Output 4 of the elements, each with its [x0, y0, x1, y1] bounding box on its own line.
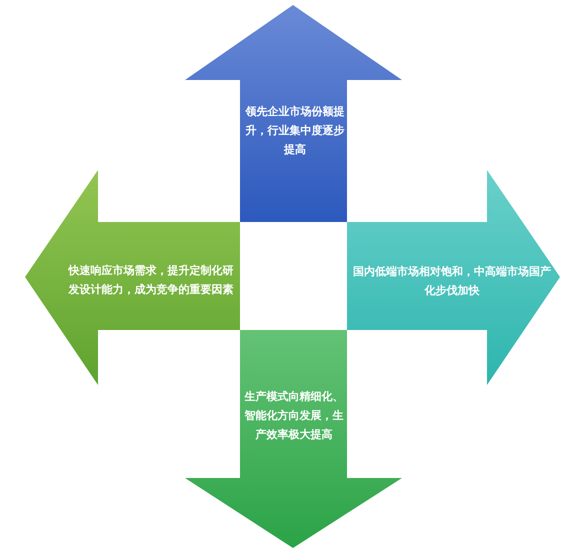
arrow-text: 快速响应市场需求，提升定制化研发设计能力，成为竞争的重要因素 — [67, 263, 234, 298]
arrow-text: 生产模式向精细化、智能化方向发展，生产效率极大提高 — [243, 388, 344, 442]
arrow-text: 国内低端市场相对饱和，中高端市场国产化步伐加快 — [352, 264, 552, 299]
arrow-text: 领先企业市场份额提升，行业集中度逐步提高 — [245, 104, 345, 158]
